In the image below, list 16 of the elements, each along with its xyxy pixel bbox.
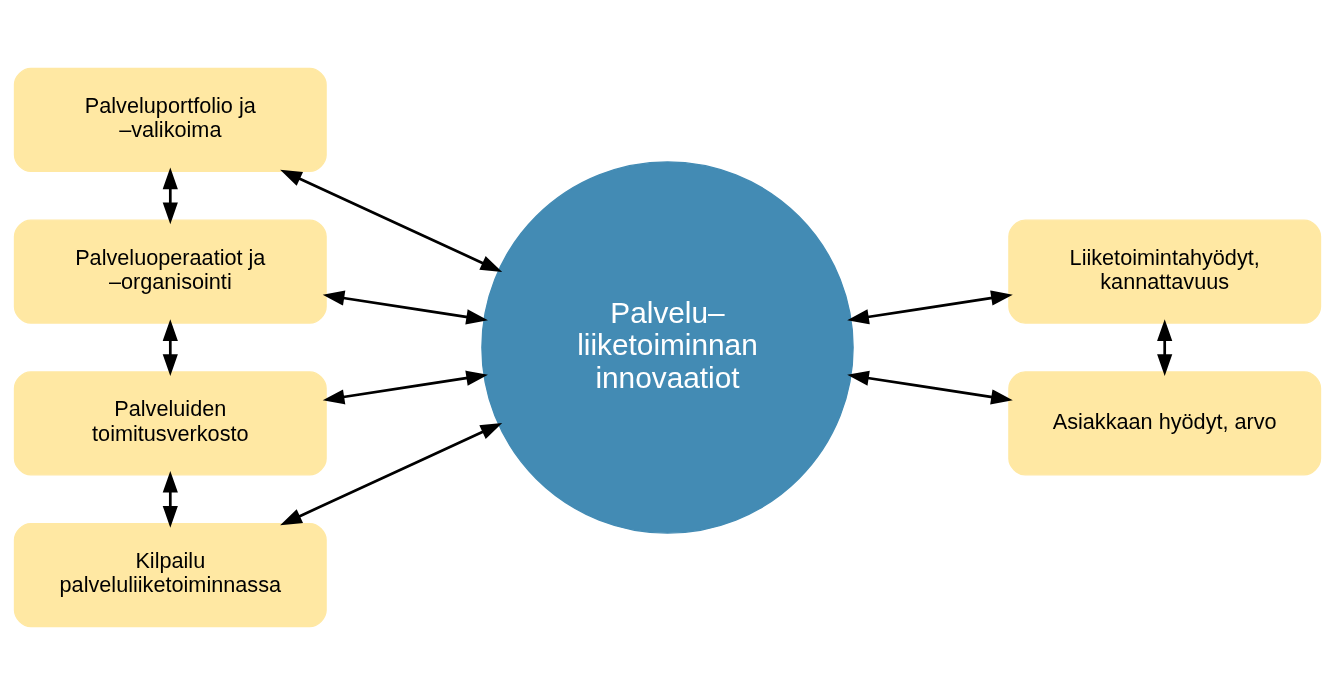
node-box: Asiakkaan hyödyt, arvo	[1008, 370, 1322, 476]
node-box: Liiketoimintahyödyt, kannattavuus	[1008, 218, 1322, 324]
node-box: Palveluiden toimitusverkosto	[13, 370, 327, 476]
node-box: Palveluportfolio ja –valikoima	[13, 67, 327, 172]
arrow	[847, 290, 1013, 324]
arrow	[280, 169, 503, 272]
arrow	[847, 370, 1013, 404]
arrow	[162, 470, 178, 528]
arrow	[280, 422, 503, 525]
arrow	[1157, 318, 1173, 376]
node-box: Kilpailu palveluliiketoiminnassa	[13, 522, 327, 627]
arrow	[322, 290, 488, 324]
arrow	[162, 318, 178, 376]
arrow	[322, 370, 488, 404]
arrow	[162, 166, 178, 224]
node-box: Palveluoperaatiot ja –organisointi	[13, 218, 327, 324]
